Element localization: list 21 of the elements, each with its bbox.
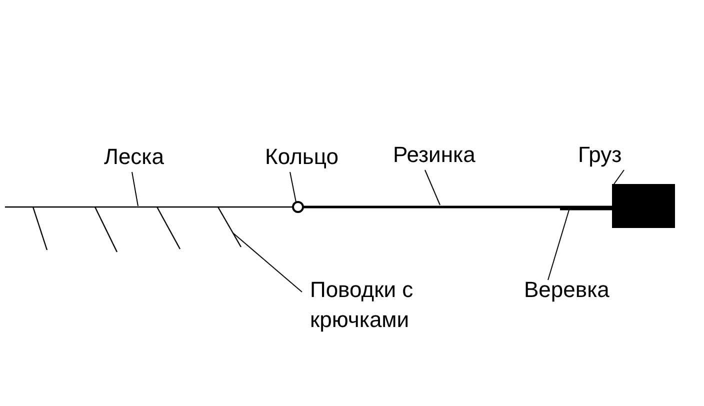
leader-line (548, 210, 570, 280)
elastic-cord (303, 206, 560, 208)
rope-segment (560, 206, 612, 210)
part-label: Веревка (524, 275, 644, 305)
leader-line (232, 232, 302, 292)
leash-line (156, 206, 181, 250)
leader-line (132, 172, 138, 206)
leash-line (32, 206, 48, 250)
leader-line (614, 170, 624, 184)
part-label: Резинка (393, 140, 508, 170)
ring-symbol (292, 201, 304, 213)
leash-line (94, 206, 118, 252)
part-label: Груз (578, 140, 643, 170)
fishing-line (5, 206, 292, 208)
part-label: Леска (104, 142, 194, 172)
weight-block (612, 184, 675, 228)
leader-line (290, 172, 296, 202)
leash-line (217, 206, 242, 248)
part-label: Кольцо (265, 142, 370, 172)
part-label: Поводки с крючками (310, 275, 480, 335)
leader-line (424, 170, 440, 206)
